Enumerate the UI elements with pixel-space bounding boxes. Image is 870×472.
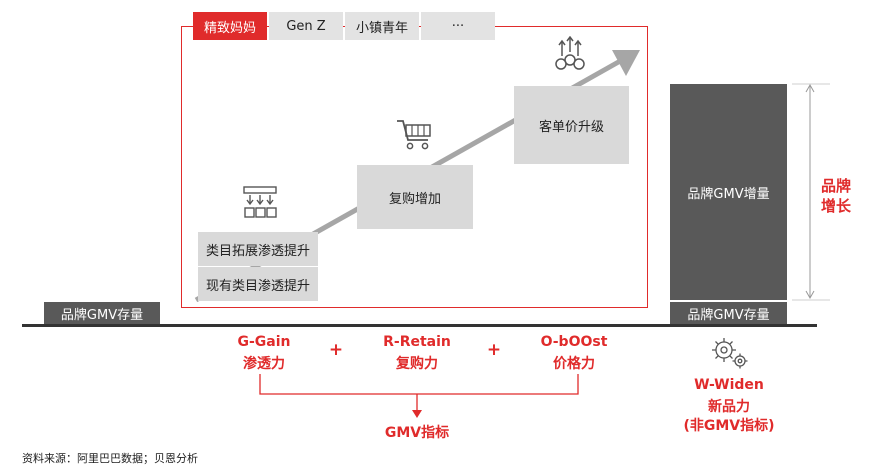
tab-genz[interactable]: Gen Z [269, 12, 343, 40]
brand-growth-label: 品牌 增长 [820, 177, 851, 215]
retain-subtitle: 复购力 [396, 356, 438, 372]
boost-title: O-bOOst [540, 334, 608, 350]
widen-title: W-Widen [694, 377, 764, 393]
boost-subtitle: 价格力 [553, 356, 595, 372]
box-aov-upgrade: 客单价升级 [514, 86, 629, 164]
gmv-metric-label: GMV指标 [384, 425, 450, 441]
gmv-bracket [259, 374, 579, 418]
box-category-expand: 类目拓展渗透提升 [198, 232, 318, 266]
widen-note: (非GMV指标) [683, 418, 775, 434]
baseline [22, 324, 817, 327]
gmv-increment-bar: 品牌GMV增量 [670, 84, 787, 300]
shopping-cart-icon [397, 120, 431, 150]
plus-1: + [328, 340, 344, 360]
source-note: 资料来源：阿里巴巴数据；贝恩分析 [22, 452, 198, 465]
gmv-stock-left: 品牌GMV存量 [44, 302, 160, 324]
gmv-stock-right: 品牌GMV存量 [670, 302, 787, 324]
box-existing-category: 现有类目渗透提升 [198, 267, 318, 301]
widen-subtitle: 新品力 [708, 399, 750, 415]
plus-2: + [486, 340, 502, 360]
tab-more[interactable]: ··· [421, 12, 495, 40]
gears-icon [712, 338, 748, 369]
org-chart-icon [243, 186, 277, 218]
gain-subtitle: 渗透力 [243, 356, 285, 372]
tab-small-town[interactable]: 小镇青年 [345, 12, 419, 40]
retain-title: R-Retain [383, 334, 451, 350]
coins-up-icon [555, 36, 585, 70]
growth-bracket [792, 83, 830, 301]
tab-mom[interactable]: 精致妈妈 [193, 12, 267, 40]
gain-title: G-Gain [237, 334, 291, 350]
box-repurchase: 复购增加 [357, 165, 473, 229]
